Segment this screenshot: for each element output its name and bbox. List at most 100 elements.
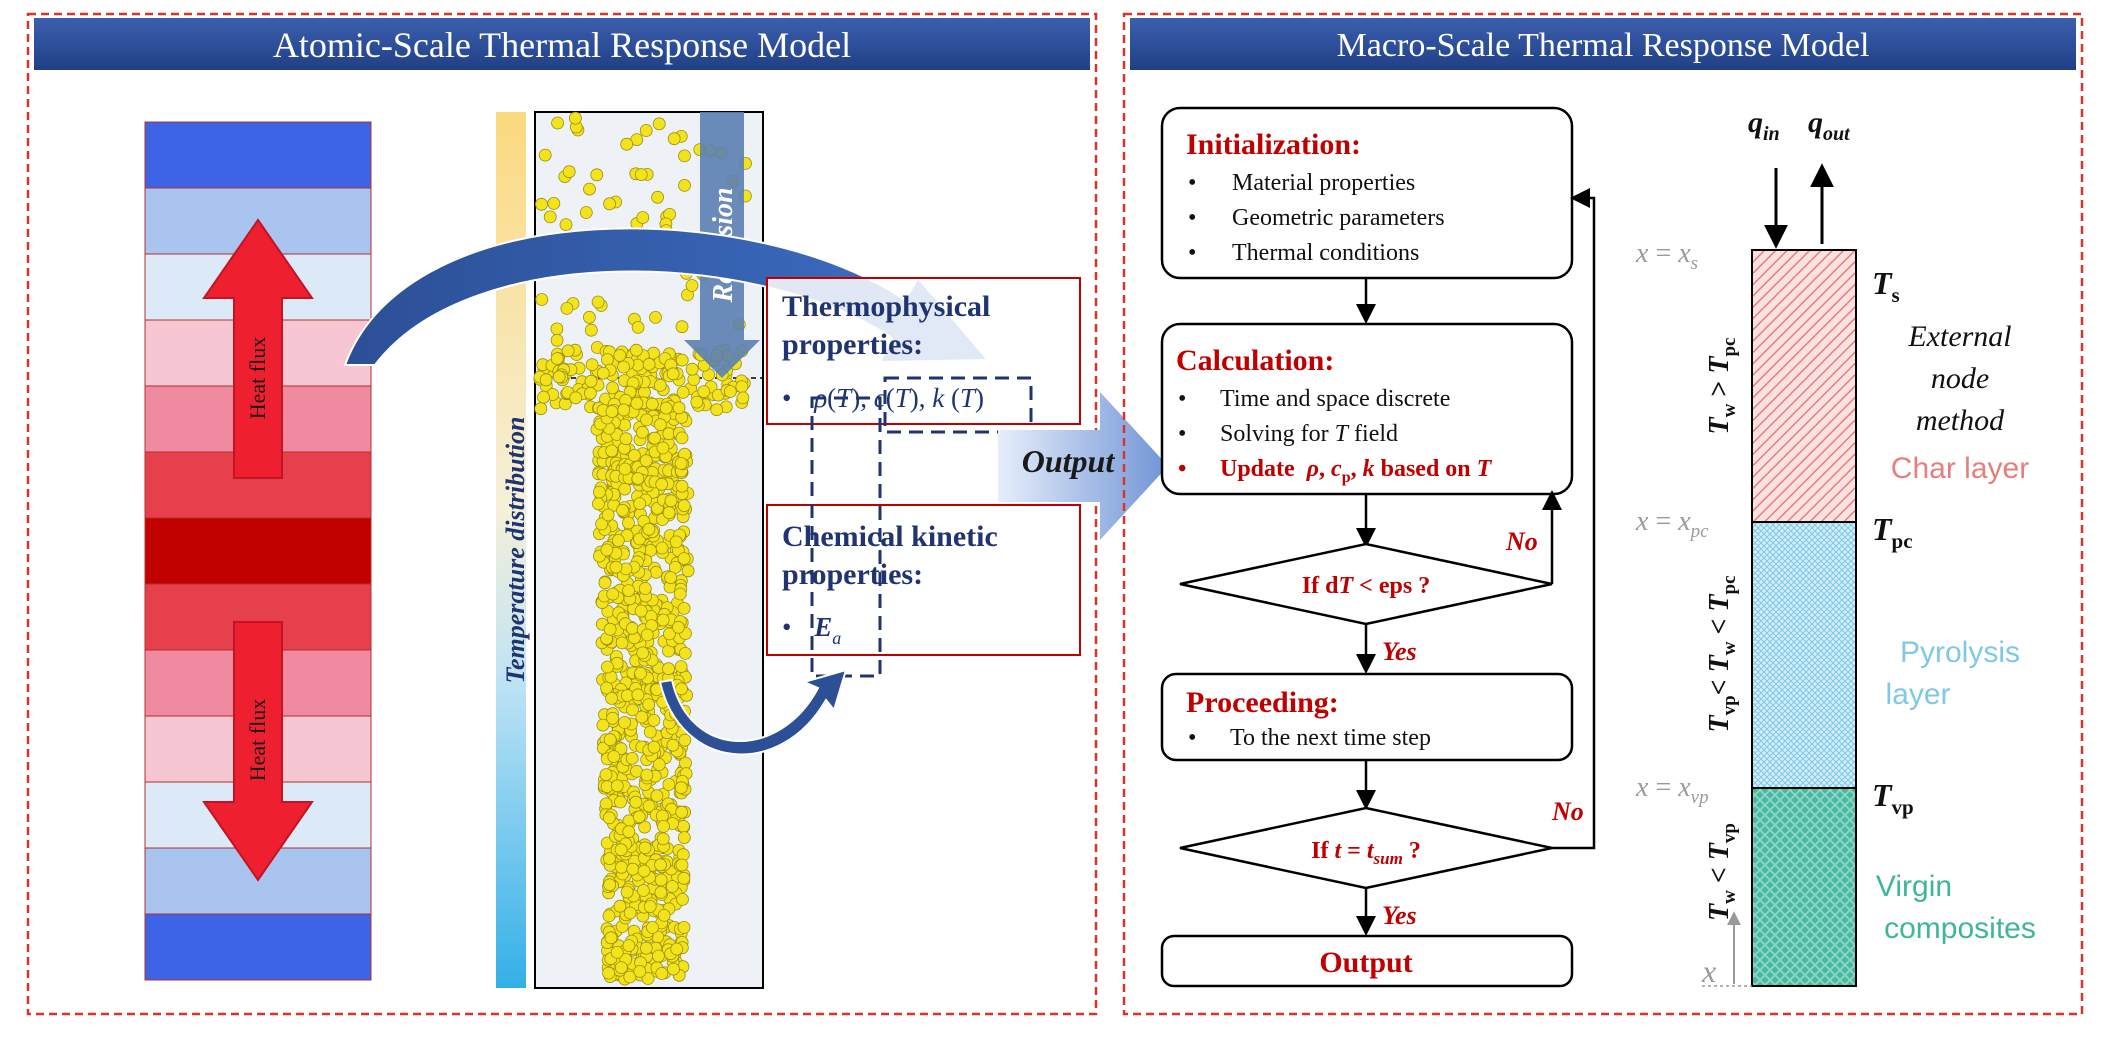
md-particle xyxy=(697,385,711,399)
md-particle xyxy=(601,660,614,674)
md-particle xyxy=(604,931,618,945)
md-particle xyxy=(620,885,634,899)
md-particle xyxy=(618,462,632,476)
md-particle xyxy=(647,740,661,754)
md-particle xyxy=(673,587,687,601)
md-particle xyxy=(675,320,689,334)
virgin-layer-block xyxy=(1751,787,1857,987)
md-particle xyxy=(672,401,686,415)
md-particle xyxy=(638,841,652,855)
md-particle xyxy=(538,148,552,162)
md-particle xyxy=(535,197,548,211)
md-particle xyxy=(652,949,665,963)
md-particle xyxy=(653,418,667,432)
md-particles xyxy=(533,111,752,986)
proceeding-title: Proceeding: xyxy=(1186,686,1339,719)
md-particle xyxy=(655,541,669,555)
md-particle xyxy=(690,395,704,409)
md-particle xyxy=(603,733,617,747)
md-particle xyxy=(675,353,689,367)
heat-flux-label-upper: Heat flux xyxy=(245,337,270,419)
chemical-kinetic-title-line2: properties: xyxy=(782,558,923,591)
external-node-line3: method xyxy=(1916,404,2005,437)
md-particle xyxy=(662,662,675,676)
md-particle xyxy=(663,627,676,641)
md-particle xyxy=(653,378,667,392)
x-pc-label: x = xpc xyxy=(1635,506,1709,542)
md-particle xyxy=(676,893,689,906)
md-particle xyxy=(615,636,629,650)
md-particle xyxy=(609,560,623,574)
md-particle xyxy=(614,742,628,756)
external-node-line1: External xyxy=(1907,320,2011,353)
init-bullet-3: •Thermal conditions xyxy=(1188,240,1419,266)
md-particle xyxy=(596,718,610,732)
pyrolysis-layer-label-2: layer xyxy=(1885,678,1950,711)
md-particle xyxy=(656,613,670,627)
md-particle xyxy=(603,197,616,211)
md-particle xyxy=(635,710,649,724)
thermophysical-title-line1: Thermophysical xyxy=(782,290,990,323)
md-particle xyxy=(723,385,737,398)
md-particle xyxy=(674,660,688,673)
md-particle xyxy=(622,584,635,597)
md-particle xyxy=(605,405,619,419)
md-particle xyxy=(633,965,647,978)
md-particle xyxy=(641,972,655,985)
md-particle xyxy=(605,692,618,705)
md-particle xyxy=(639,454,653,468)
md-particle xyxy=(646,921,659,934)
yes-label-2: Yes xyxy=(1382,901,1417,930)
x-axis-label: x xyxy=(1701,953,1716,989)
md-particle xyxy=(547,196,561,210)
chemical-kinetic-title-line1: Chemical kinetic xyxy=(782,520,998,553)
md-particle xyxy=(656,441,670,455)
x-s-label: x = xs xyxy=(1635,238,1698,274)
md-particle xyxy=(617,360,630,374)
md-particle xyxy=(654,873,668,887)
no-loop-2 xyxy=(1552,188,1596,850)
md-particle xyxy=(569,111,582,125)
md-particle xyxy=(610,779,624,793)
temperature-axis-label: Temperature distribution xyxy=(501,416,530,683)
calc-bullet-2: •Solving for T field xyxy=(1178,421,1398,447)
char-layer-label: Char layer xyxy=(1891,452,2029,485)
init-bullet-1: •Material properties xyxy=(1188,170,1415,196)
md-particle xyxy=(665,880,679,893)
md-particle xyxy=(639,124,653,137)
md-particle xyxy=(590,168,604,182)
md-particle xyxy=(675,805,689,819)
right-panel-banner xyxy=(1130,18,2076,70)
md-particle xyxy=(601,508,615,522)
md-particle xyxy=(614,961,628,974)
md-particle xyxy=(636,646,650,660)
md-particle xyxy=(677,871,691,885)
md-particle xyxy=(643,900,657,913)
md-particle xyxy=(631,688,645,702)
md-particle xyxy=(670,942,684,956)
chemical-kinetic-formula: • Ea xyxy=(782,612,841,648)
md-particle xyxy=(642,799,656,813)
md-particle xyxy=(710,403,724,417)
T-vp-label: Tvp xyxy=(1872,777,1914,819)
md-particle xyxy=(685,362,699,376)
md-particle xyxy=(648,431,661,445)
chemical-kinetic-box xyxy=(766,504,1081,656)
dashed-highlight-ck xyxy=(883,376,1033,434)
md-particle xyxy=(672,620,685,634)
md-particle xyxy=(647,714,661,727)
md-particle xyxy=(669,535,683,549)
initialization-title: Initialization: xyxy=(1186,128,1361,161)
md-particle xyxy=(561,344,575,358)
md-particle xyxy=(651,190,664,204)
md-particle xyxy=(602,811,616,825)
virgin-layer-label-2: composites xyxy=(1884,912,2036,945)
md-particle xyxy=(584,323,598,337)
md-particle xyxy=(659,401,673,415)
md-particle xyxy=(602,909,616,923)
md-particle xyxy=(623,970,637,984)
md-particle xyxy=(638,582,652,595)
md-particle xyxy=(623,906,637,920)
md-particle xyxy=(664,571,677,584)
